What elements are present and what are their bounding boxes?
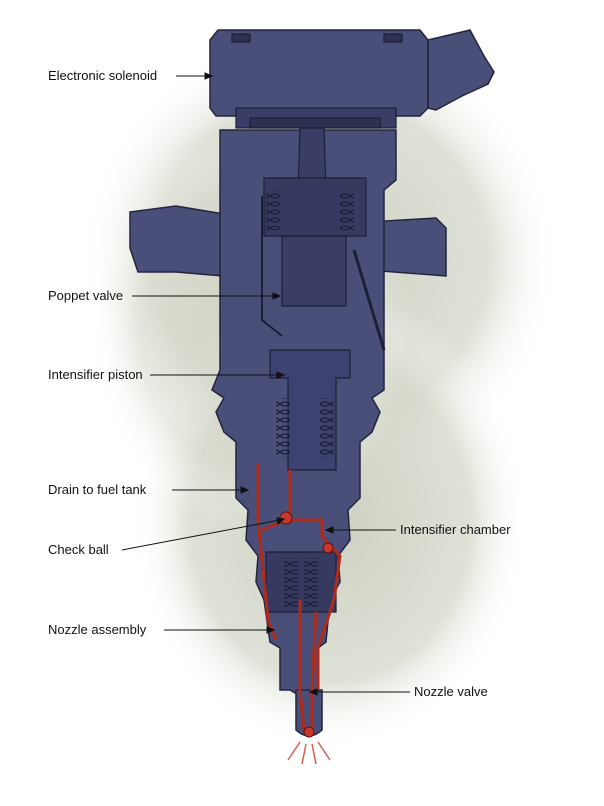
solenoid-top-slot-right	[383, 33, 403, 43]
nozzle-feed-left	[298, 600, 306, 731]
left-flange	[129, 205, 225, 277]
label-intensifier-piston: Intensifier piston	[48, 367, 143, 382]
label-nozzle-valve: Nozzle valve	[414, 684, 488, 699]
poppet-valve-head	[281, 235, 347, 307]
solenoid-top-slot-left	[231, 33, 251, 43]
upper-spring-right	[340, 190, 354, 230]
drain-passage	[256, 464, 278, 641]
label-electronic-solenoid: Electronic solenoid	[48, 68, 157, 83]
nozzle-tip-ball	[303, 726, 315, 738]
check-ball	[279, 511, 293, 525]
label-intensifier-chamber: Intensifier chamber	[400, 522, 511, 537]
nozzle-spring-left	[284, 558, 298, 608]
leader-lines	[121, 72, 410, 696]
springs	[266, 190, 354, 608]
label-nozzle-assembly: Nozzle assembly	[48, 622, 147, 637]
oil-passage-left	[261, 196, 283, 337]
fuel-passages	[256, 464, 342, 731]
nozzle-spring-right	[304, 558, 318, 608]
label-drain-to-fuel-tank: Drain to fuel tank	[48, 482, 147, 497]
label-check-ball: Check ball	[48, 542, 109, 557]
nozzle-feed-right	[310, 611, 318, 730]
labels: Electronic solenoid Poppet valve Intensi…	[48, 68, 511, 699]
fuel-spray	[287, 741, 331, 765]
solenoid-cap	[209, 29, 429, 117]
balls	[279, 511, 334, 738]
label-poppet-valve: Poppet valve	[48, 288, 123, 303]
upper-spring-left	[266, 190, 280, 230]
piston-spring-right	[320, 398, 334, 458]
chamber-ball	[322, 542, 334, 554]
solenoid-plate	[249, 117, 381, 129]
piston-spring-left	[276, 398, 290, 458]
solenoid-connector	[427, 29, 495, 111]
oil-passage-right	[352, 249, 386, 351]
